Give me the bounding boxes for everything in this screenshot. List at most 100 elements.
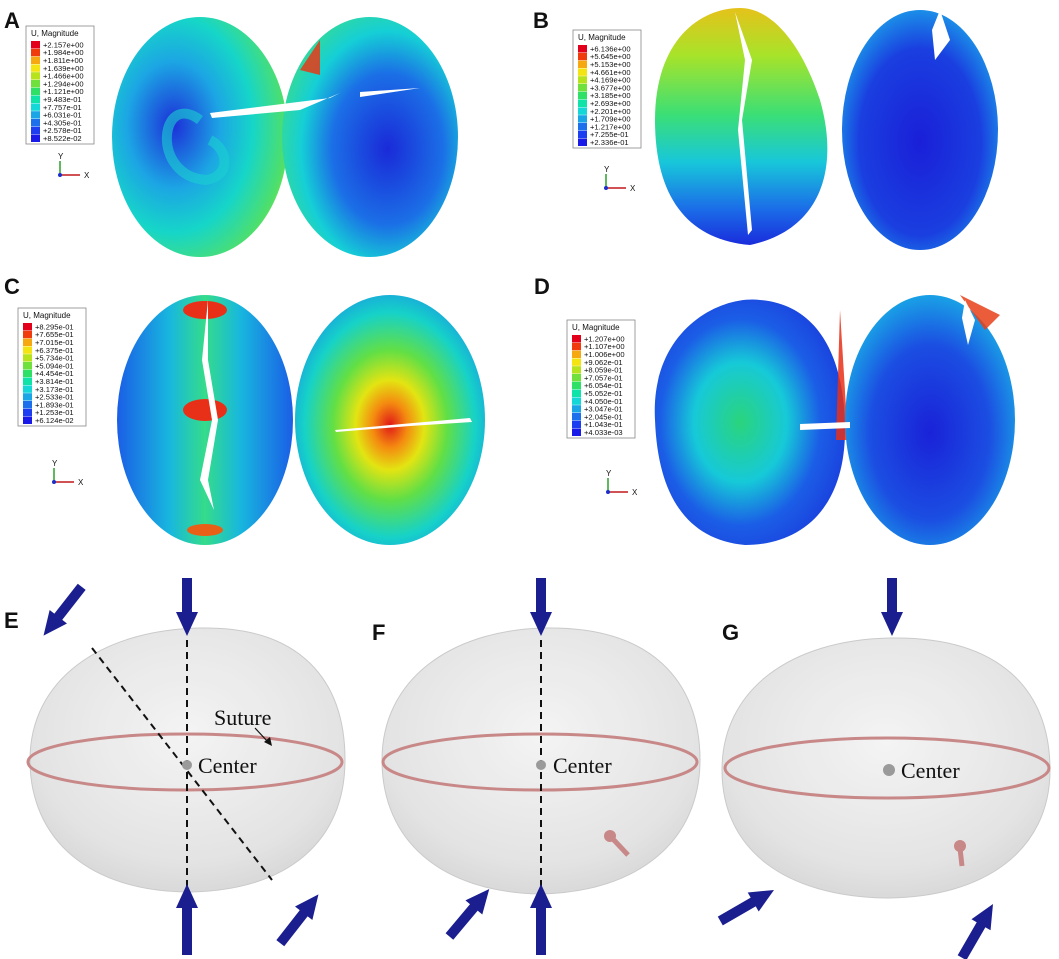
panel-a: A U, Magnitude +2.157e+00+1.984e+00+1.81…: [4, 8, 458, 257]
legend-swatch: [572, 366, 581, 374]
center-dot: [182, 760, 192, 770]
seed-right: [282, 17, 458, 257]
legend-value: +1.466e+00: [43, 72, 84, 81]
legend-value: +3.814e-01: [35, 377, 74, 386]
legend-title: U, Magnitude: [572, 323, 620, 332]
load-axis-diagonal: [91, 647, 273, 881]
crack: [200, 300, 218, 510]
load-arrow-diag-bottom: [276, 894, 319, 947]
hilum-marker: [604, 830, 630, 857]
load-arrow-diag-left: [717, 890, 774, 926]
legend-swatch: [23, 393, 32, 401]
load-arrow-top: [530, 578, 552, 636]
panel-letter-f: F: [372, 620, 385, 645]
legend-value: +1.107e+00: [584, 342, 625, 351]
suture-ring: [26, 732, 344, 792]
axis-x-label: X: [84, 171, 90, 180]
legend-swatch: [572, 342, 581, 351]
seed-right: [845, 295, 1015, 545]
legend-swatch: [23, 323, 32, 331]
legend-value: +7.655e-01: [35, 330, 74, 339]
seed-right: [842, 10, 998, 250]
legend-value: +1.811e+00: [43, 56, 83, 65]
legend-swatch: [31, 48, 40, 57]
legend-swatch: [31, 103, 40, 111]
crack: [735, 12, 752, 235]
seed-left: [654, 299, 845, 545]
seed-right: [295, 295, 485, 545]
legend-value: +2.533e-01: [35, 393, 74, 402]
legend-value: +4.050e-01: [584, 397, 623, 406]
legend-value: +2.693e+00: [590, 99, 631, 108]
legend-value: +5.734e-01: [35, 354, 74, 363]
axis-y-label: Y: [606, 469, 612, 478]
legend-swatch: [578, 99, 587, 107]
legend-swatch: [31, 80, 40, 88]
legend-value: +3.185e+00: [590, 91, 631, 100]
panel-g: G Center: [717, 578, 1051, 959]
center-label: Center: [198, 753, 257, 778]
legend-swatch: [578, 115, 587, 123]
panel-e: E Center Suture: [4, 578, 346, 955]
panel-letter-a: A: [4, 8, 20, 33]
legend-swatch: [578, 68, 587, 76]
legend-value: +6.136e+00: [590, 44, 631, 53]
legend-swatch: [578, 91, 587, 100]
legend-swatch: [31, 95, 40, 103]
axis-x-label: X: [78, 478, 84, 487]
legend-swatch: [578, 138, 587, 146]
axis-triad-b: Y X: [604, 165, 636, 193]
legend-swatch: [31, 119, 40, 127]
panel-d: D U, Magnitude +1.207e+00+1.107e+00+1.00…: [534, 274, 1015, 545]
legend-swatch: [572, 389, 581, 397]
legend-value: +1.639e+00: [43, 64, 84, 73]
crack: [210, 93, 340, 118]
legend-value: +1.217e+00: [590, 122, 631, 131]
legend-value: +4.033e-03: [584, 428, 623, 437]
center-dot: [536, 760, 546, 770]
legend-value: +5.645e+00: [590, 52, 631, 61]
legend-swatch: [578, 76, 587, 84]
legend-swatch: [31, 41, 40, 49]
legend-value: +4.661e+00: [590, 68, 631, 77]
legend-value: +1.984e+00: [43, 48, 84, 57]
legend-value: +9.062e-01: [584, 358, 623, 367]
legend-swatch: [23, 338, 32, 346]
legend-swatch: [23, 330, 32, 339]
legend-swatch: [31, 56, 40, 64]
load-arrow-bottom: [176, 884, 198, 955]
load-arrow-diag-bottom: [445, 889, 490, 940]
legend-title: U, Magnitude: [31, 29, 79, 38]
hilum-marker: [954, 840, 966, 867]
legend-value: +1.043e-01: [584, 420, 623, 429]
legend-swatch: [578, 52, 587, 61]
legend-value: +3.677e+00: [590, 83, 631, 92]
panel-b: B U, Magnitude +6.136e+00+5.645e+00+5.15…: [533, 8, 998, 250]
legend-swatch: [578, 84, 587, 92]
legend-value: +1.253e-01: [35, 408, 74, 417]
panel-letter-e: E: [4, 608, 19, 633]
load-arrow-bottom: [530, 884, 552, 955]
axis-y-label: Y: [52, 459, 58, 468]
legend-swatch: [578, 107, 587, 115]
legend-value: +4.169e+00: [590, 76, 631, 85]
legend-value: +2.336e-01: [590, 138, 629, 147]
legend-swatch: [23, 416, 32, 424]
legend-value: +2.045e-01: [584, 412, 623, 421]
center-dot: [883, 764, 895, 776]
suture-pointer: [254, 727, 269, 743]
legend-value: +1.121e+00: [43, 87, 84, 96]
legend-value: +6.054e-01: [584, 381, 623, 390]
legend-value: +7.757e-01: [43, 103, 82, 112]
legend-value: +8.059e-01: [584, 366, 623, 375]
legend-swatch: [578, 45, 587, 53]
legend-swatch: [23, 401, 32, 409]
load-arrow-diag-top: [43, 583, 86, 636]
legend-value: +8.295e-01: [35, 322, 74, 331]
panel-letter-d: D: [534, 274, 550, 299]
legend-swatch: [578, 60, 587, 68]
legend-value: +1.893e-01: [35, 400, 74, 409]
axis-x-label: X: [632, 488, 638, 497]
legend-swatch: [572, 358, 581, 366]
legend-swatch: [23, 354, 32, 362]
